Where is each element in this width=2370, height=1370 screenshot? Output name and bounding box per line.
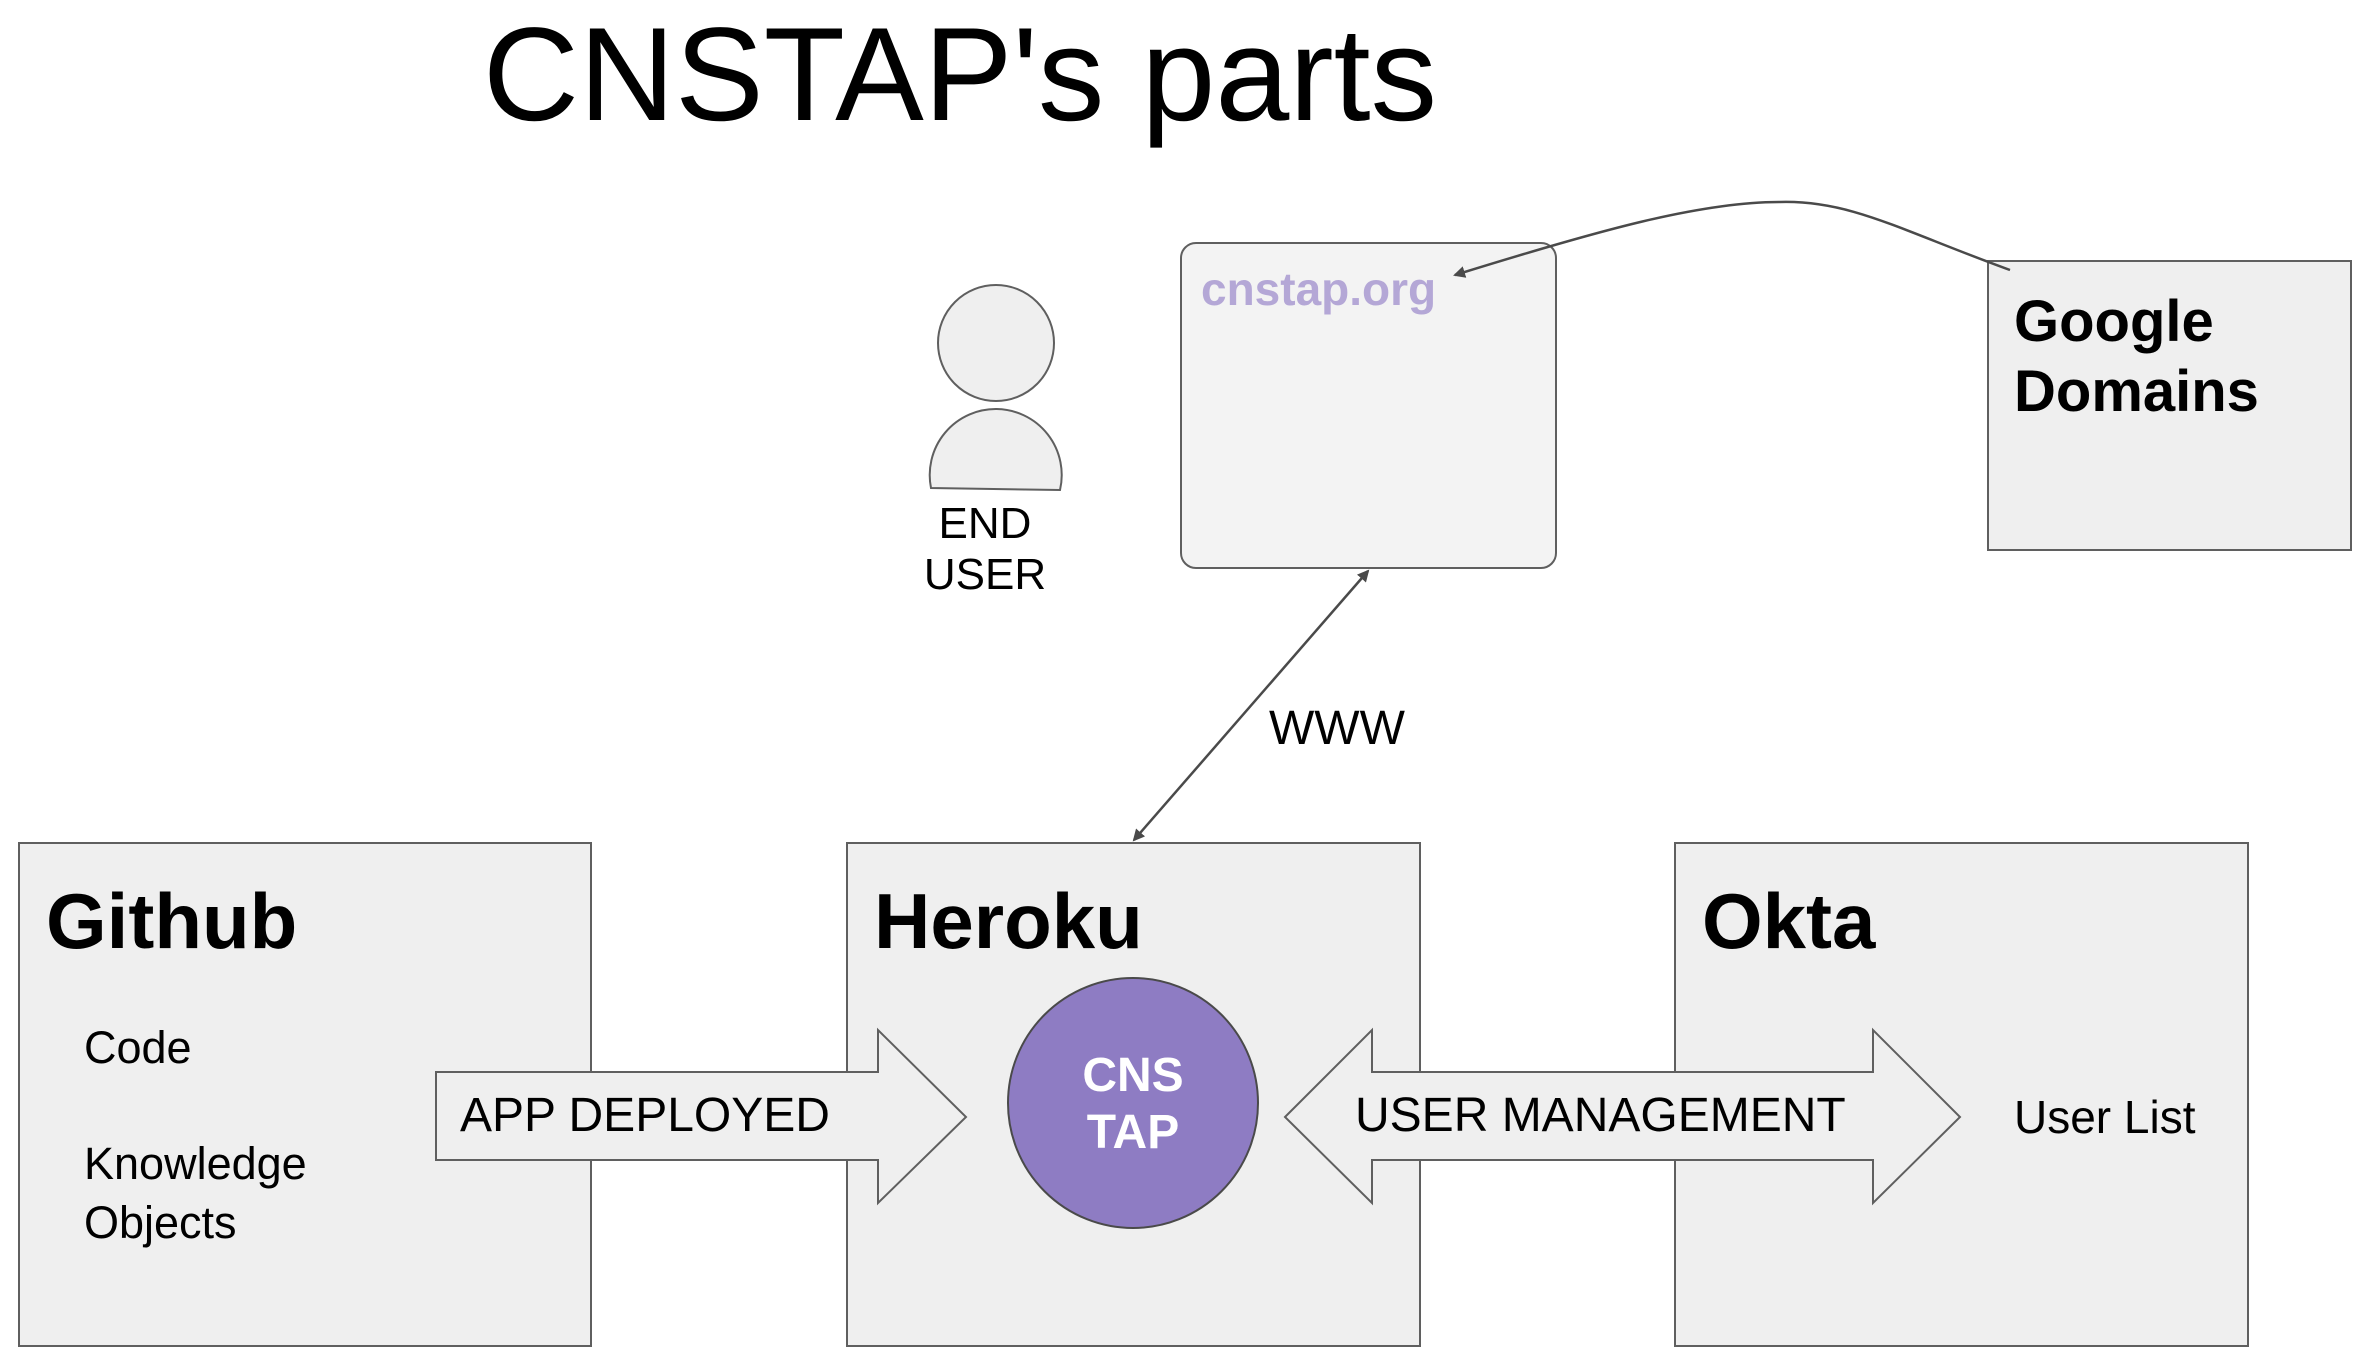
end-user-icon (928, 284, 1063, 492)
page-title: CNSTAP's parts (0, 0, 2370, 150)
dns-connector (1453, 200, 2011, 278)
heroku-heading: Heroku (874, 877, 1143, 965)
google-domains-line2: Domains (2014, 358, 2259, 424)
github-item-code: Code (84, 1022, 192, 1073)
user-management-arrow (1283, 1027, 1962, 1206)
cnstap-circle-label: CNS TAP (1008, 1048, 1258, 1161)
app-deployed-arrow (435, 1027, 968, 1206)
github-item-knowledge-line2: Objects (84, 1196, 237, 1248)
end-user-line1: END (938, 499, 1032, 548)
cnstap-org-box (1180, 242, 1557, 569)
cnstap-org-label: cnstap.org (1201, 263, 1437, 315)
end-user-label: END USER (900, 498, 1070, 600)
okta-item-user-list: User List (2014, 1091, 2196, 1143)
page-title-text: CNSTAP's parts (482, 1, 1438, 149)
cnstap-circle-line1: CNS (1082, 1049, 1184, 1102)
google-domains-line1: Google (2014, 289, 2214, 354)
cnstap-circle-line2: TAP (1086, 1105, 1180, 1159)
app-deployed-label: APP DEPLOYED (460, 1089, 830, 1142)
okta-heading: Okta (1702, 877, 1876, 965)
www-connector (1132, 569, 1370, 842)
user-management-label: USER MANAGEMENT (1355, 1089, 1846, 1142)
github-item-knowledge-line1: Knowledge (84, 1138, 307, 1189)
end-user-line2: USER (923, 550, 1047, 600)
github-item-knowledge-objects: Knowledge Objects (84, 1135, 307, 1252)
cnstap-circle (1007, 977, 1259, 1229)
google-domains-box (1987, 260, 2352, 551)
github-heading: Github (46, 877, 298, 965)
www-label: WWW (1269, 702, 1405, 755)
google-domains-label: Google Domains (2014, 287, 2259, 426)
